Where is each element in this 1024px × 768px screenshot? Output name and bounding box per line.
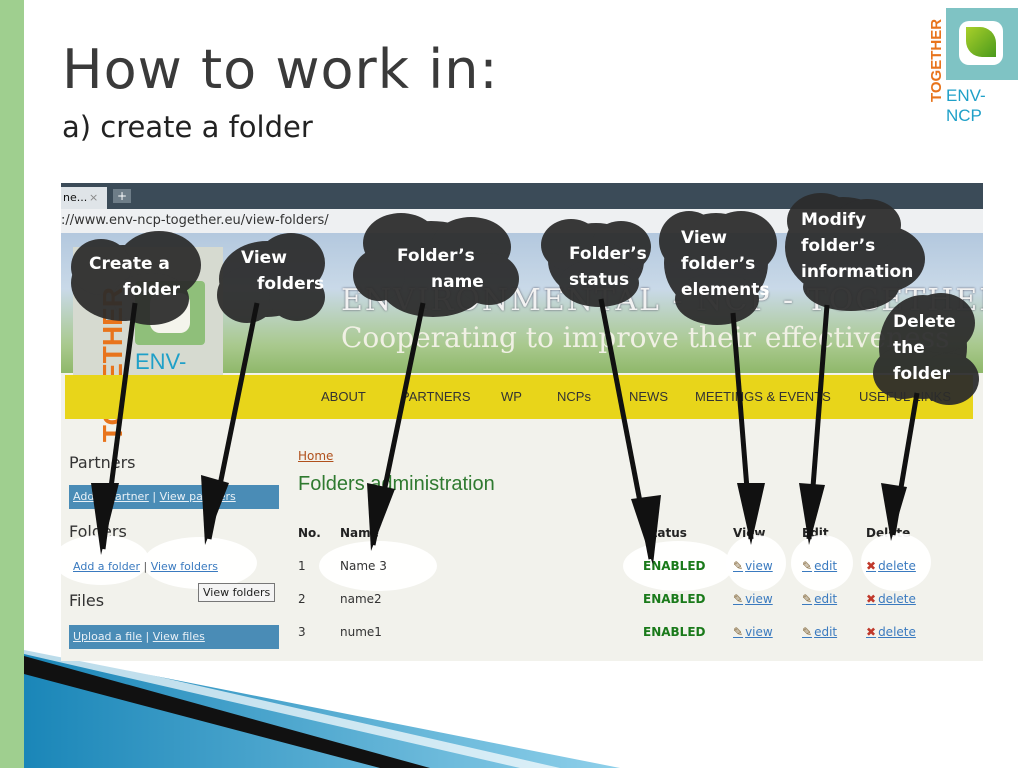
sidebar-partners-heading: Partners xyxy=(69,453,136,472)
slide-title: How to work in: xyxy=(62,38,499,101)
highlight-edit xyxy=(791,535,853,591)
pencil-icon: ✎ xyxy=(733,625,744,639)
row-3-view-link[interactable]: ✎view xyxy=(733,625,773,639)
row-2-name: name2 xyxy=(340,592,382,606)
nav-meetings-events[interactable]: MEETINGS & EVENTS xyxy=(695,389,831,404)
url-text: ://www.env-ncp-together.eu/view-folders/ xyxy=(61,213,329,228)
highlight-folder-status xyxy=(623,541,733,591)
logo-vertical-text: TOGETHER xyxy=(928,18,945,102)
callout-clouds xyxy=(71,193,979,405)
view-folders-link[interactable]: View folders xyxy=(150,560,218,573)
page-title: Folders administration xyxy=(298,473,495,495)
nav-ncps[interactable]: NCPs xyxy=(557,389,591,404)
view-files-link[interactable]: View files xyxy=(152,630,205,643)
delete-icon: ✖ xyxy=(866,625,877,639)
separator: | xyxy=(152,490,157,503)
add-folder-link[interactable]: Add a folder xyxy=(73,560,140,573)
sidebar-files-links: Upload a file | View files xyxy=(69,625,279,649)
highlight-folder-name xyxy=(319,541,437,591)
separator: | xyxy=(143,560,148,573)
row-2-no: 2 xyxy=(298,592,306,606)
logo-leaf-icon xyxy=(946,8,1018,80)
together-logo: TOGETHER ENV-NCP xyxy=(928,6,1020,125)
row-1-status-badge: ENABLED xyxy=(643,559,706,573)
column-header-name: Name xyxy=(340,526,379,540)
nav-news[interactable]: NEWS xyxy=(629,389,668,404)
nav-about[interactable]: ABOUT xyxy=(321,389,366,404)
website-screenshot: ne... × + ://www.env-ncp-together.eu/vie… xyxy=(61,183,983,661)
row-3-name: nume1 xyxy=(340,625,382,639)
left-accent-bar xyxy=(0,0,24,768)
row-2-edit-link[interactable]: ✎edit xyxy=(802,592,838,606)
pencil-icon: ✎ xyxy=(802,592,813,606)
row-1-edit-link[interactable]: ✎edit xyxy=(802,559,838,573)
upload-file-link[interactable]: Upload a file xyxy=(73,630,143,643)
browser-tab[interactable]: ne... xyxy=(61,187,107,209)
banner-subtitle: Cooperating to improve their effectivene… xyxy=(341,321,950,354)
callout-overlay xyxy=(71,193,979,565)
row-1-delete-link[interactable]: ✖delete xyxy=(866,559,916,573)
row-3-edit-link[interactable]: ✎edit xyxy=(802,625,838,639)
breadcrumb-home-link[interactable]: Home xyxy=(298,449,334,463)
column-header-no: No. xyxy=(298,526,321,540)
pencil-icon: ✎ xyxy=(733,592,744,606)
pencil-icon: ✎ xyxy=(802,559,813,573)
highlight-view-folders xyxy=(143,537,257,589)
separator: | xyxy=(145,630,150,643)
arrow-heads xyxy=(91,475,907,565)
row-2-delete-link[interactable]: ✖delete xyxy=(866,592,916,606)
pencil-icon: ✎ xyxy=(802,625,813,639)
row-2-view-link[interactable]: ✎view xyxy=(733,592,773,606)
delete-icon: ✖ xyxy=(866,592,877,606)
pencil-icon: ✎ xyxy=(733,559,744,573)
nav-wp[interactable]: WP xyxy=(501,389,522,404)
new-tab-button[interactable]: + xyxy=(113,189,131,203)
tab-close-icon[interactable]: × xyxy=(89,191,99,204)
logo-text: ENV-NCP xyxy=(946,86,986,125)
row-1-no: 1 xyxy=(298,559,306,573)
delete-icon: ✖ xyxy=(866,559,877,573)
row-1-view-link[interactable]: ✎view xyxy=(733,559,773,573)
nav-partners[interactable]: PARTNERS xyxy=(401,389,471,404)
row-1-name: Name 3 xyxy=(340,559,387,573)
row-3-status-badge: ENABLED xyxy=(643,625,706,639)
row-3-delete-link[interactable]: ✖delete xyxy=(866,625,916,639)
highlight-delete xyxy=(861,533,931,591)
row-2-status-badge: ENABLED xyxy=(643,592,706,606)
view-folders-tooltip: View folders xyxy=(198,583,276,602)
row-3-no: 3 xyxy=(298,625,306,639)
sidebar-files-heading: Files xyxy=(69,591,105,610)
highlight-view xyxy=(726,535,786,591)
bottom-decoration xyxy=(24,646,620,768)
sidebar-folders-links: Add a folder | View folders xyxy=(69,555,279,579)
slide-subtitle: a) create a folder xyxy=(62,110,313,144)
callout-arrows xyxy=(100,298,920,560)
